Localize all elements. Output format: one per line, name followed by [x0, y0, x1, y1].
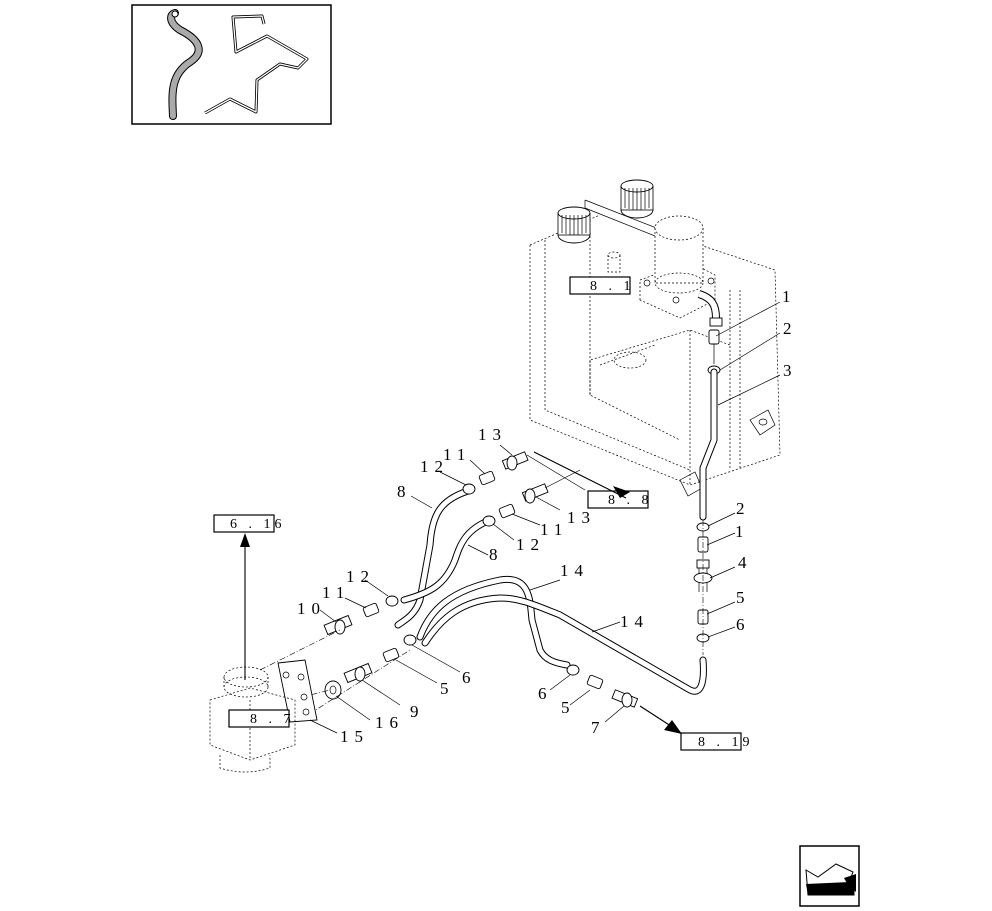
callout-3: 3	[783, 361, 798, 380]
ref-box-8-1[interactable]: 8 . 1	[569, 276, 635, 295]
callout-11: 11	[540, 520, 568, 539]
callout-14: 14	[620, 612, 649, 631]
upper-fittings	[462, 451, 586, 527]
callout-1: 1	[782, 287, 797, 306]
callout-6: 6	[538, 684, 553, 703]
svg-text:8 . 7: 8 . 7	[250, 712, 295, 727]
svg-text:8 . 8: 8 . 8	[608, 493, 653, 508]
callout-7: 7	[591, 718, 606, 737]
callout-15: 15	[340, 727, 369, 746]
ref-box-8-8[interactable]: 8 . 8	[587, 490, 653, 509]
pipe-8-pair	[394, 487, 494, 629]
thumbnail-panel	[131, 4, 332, 125]
callout-14: 14	[560, 561, 589, 580]
arrow-head-8-19	[664, 720, 682, 734]
callout-6: 6	[462, 668, 477, 687]
filler-cap-left	[557, 206, 591, 244]
callout-16: 16	[375, 713, 404, 732]
lower-left-fittings	[259, 595, 417, 721]
callout-11: 11	[322, 583, 350, 602]
callout-11: 11	[443, 445, 471, 464]
callout-1: 1	[735, 522, 750, 541]
callout-9: 9	[410, 702, 425, 721]
callout-12: 12	[516, 535, 545, 554]
pipe-14-pair	[416, 575, 707, 695]
callout-13: 13	[478, 425, 507, 444]
callout-2: 2	[736, 499, 751, 518]
arrow-head-8-8	[613, 486, 630, 498]
callout-8: 8	[489, 545, 504, 564]
ref-box-8-19[interactable]: 8 . 19	[680, 732, 754, 751]
callout-6: 6	[736, 615, 751, 634]
callout-labels: 1 2 3 2 1 4 5 6 13 11 12 8 13 11 12 8 12…	[297, 287, 798, 746]
hydraulic-tank	[529, 179, 781, 497]
callout-13: 13	[567, 508, 596, 527]
pipe-3-assembly	[693, 290, 723, 655]
callout-4: 4	[738, 553, 753, 572]
lower-right-fittings	[566, 664, 639, 708]
previous-page-arrow-icon[interactable]	[799, 845, 860, 907]
svg-text:6 . 16: 6 . 16	[230, 517, 286, 532]
callout-5: 5	[561, 698, 576, 717]
arrow-to-8-8	[533, 451, 627, 499]
callout-5: 5	[440, 679, 455, 698]
svg-text:8 . 1: 8 . 1	[590, 279, 635, 294]
ref-box-6-16[interactable]: 6 . 16	[213, 514, 286, 533]
svg-text:8 . 19: 8 . 19	[698, 735, 754, 750]
flange-15	[277, 659, 318, 723]
filler-cap-right	[620, 179, 654, 219]
callout-5: 5	[736, 588, 751, 607]
callout-10: 10	[297, 599, 326, 618]
ref-box-8-7[interactable]: 8 . 7	[228, 709, 295, 728]
callout-12: 12	[420, 457, 449, 476]
callout-8: 8	[397, 482, 412, 501]
leader-lines	[309, 301, 781, 734]
filter-housing	[639, 215, 716, 319]
callout-2: 2	[783, 319, 798, 338]
arrow-head-6-16	[240, 533, 250, 547]
callout-12: 12	[346, 567, 375, 586]
